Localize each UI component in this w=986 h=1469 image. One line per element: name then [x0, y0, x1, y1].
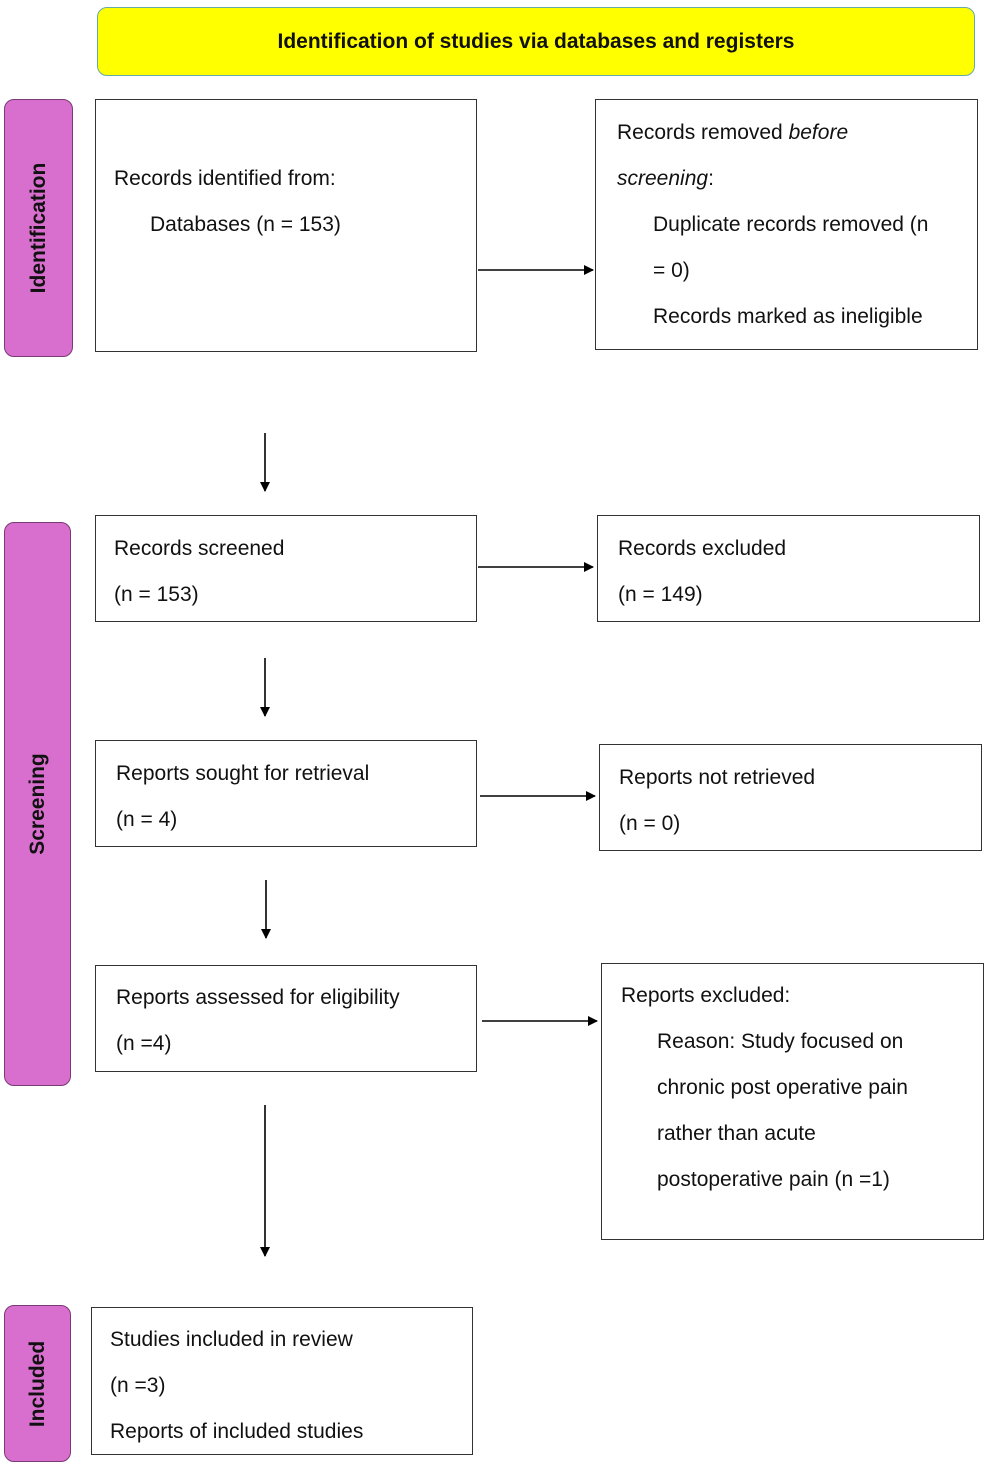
reports-sought-title: Reports sought for retrieval	[116, 762, 370, 785]
records-screened-count: (n = 153)	[114, 583, 199, 606]
phase-included: Included	[4, 1305, 71, 1462]
records-removed-box: Records removed before screening: Duplic…	[595, 99, 978, 350]
records-identified-box: Records identified from: Databases (n = …	[95, 99, 477, 352]
duplicate-records-text: Duplicate records removed (n	[653, 213, 929, 236]
reports-excluded-reason-1: Reason: Study focused on	[657, 1030, 904, 1053]
reports-sought-count: (n = 4)	[116, 808, 178, 831]
records-screened-title: Records screened	[114, 537, 285, 560]
records-removed-title: Records removed before	[617, 121, 849, 144]
records-removed-subtitle: screening:	[617, 167, 714, 190]
reports-sought-box: Reports sought for retrieval (n = 4)	[95, 740, 477, 847]
reports-not-retrieved-title: Reports not retrieved	[619, 766, 816, 789]
reports-excluded-reason-2: chronic post operative pain	[657, 1076, 908, 1099]
header-banner: Identification of studies via databases …	[97, 7, 975, 76]
reports-excluded-box: Reports excluded: Reason: Study focused …	[601, 963, 984, 1240]
reports-excluded-reason-4: postoperative pain (n =1)	[657, 1168, 890, 1191]
records-excluded-box: Records excluded (n = 149)	[597, 515, 980, 622]
records-excluded-title: Records excluded	[618, 537, 787, 560]
reports-not-retrieved-box: Reports not retrieved (n = 0)	[599, 744, 982, 851]
duplicate-records-count: = 0)	[653, 259, 690, 282]
records-identified-databases: Databases (n = 153)	[150, 213, 341, 236]
studies-included-title: Studies included in review	[110, 1328, 353, 1351]
reports-of-included-studies: Reports of included studies	[110, 1420, 364, 1443]
reports-assessed-title: Reports assessed for eligibility	[116, 986, 400, 1009]
reports-not-retrieved-count: (n = 0)	[619, 812, 681, 835]
header-title: Identification of studies via databases …	[277, 29, 795, 53]
reports-excluded-reason-3: rather than acute	[657, 1122, 816, 1145]
reports-assessed-box: Reports assessed for eligibility (n =4)	[95, 965, 477, 1072]
records-identified-title: Records identified from:	[114, 167, 336, 190]
phase-identification: Identification	[4, 99, 73, 357]
records-excluded-count: (n = 149)	[618, 583, 703, 606]
records-screened-box: Records screened (n = 153)	[95, 515, 477, 622]
studies-included-count: (n =3)	[110, 1374, 166, 1397]
ineligible-records-text: Records marked as ineligible	[653, 305, 923, 328]
reports-excluded-title: Reports excluded:	[621, 984, 791, 1007]
phase-screening: Screening	[4, 522, 71, 1086]
studies-included-box: Studies included in review (n =3) Report…	[91, 1307, 473, 1455]
reports-assessed-count: (n =4)	[116, 1032, 172, 1055]
